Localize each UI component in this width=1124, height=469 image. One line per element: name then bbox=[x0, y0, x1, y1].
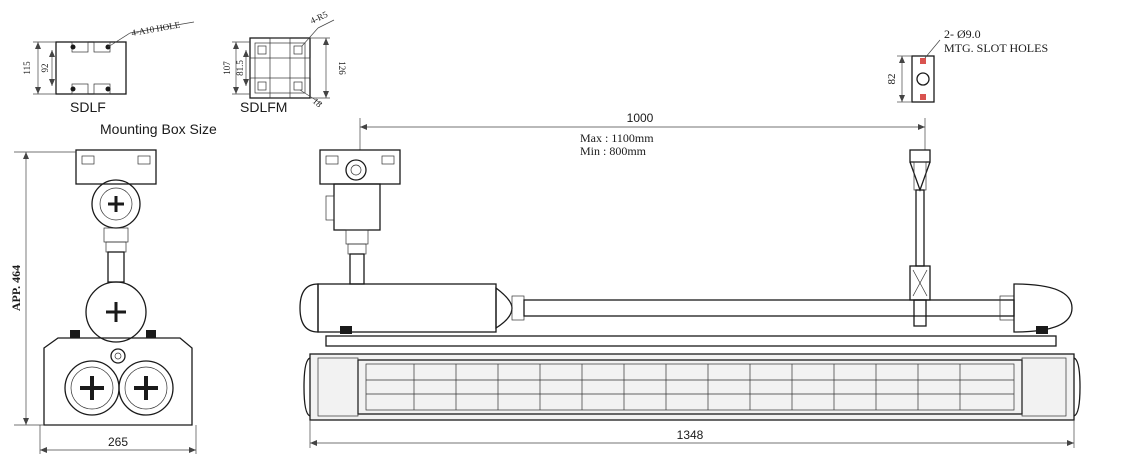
overall-length: 1348 bbox=[677, 428, 704, 442]
sdlf-mounting-box bbox=[33, 21, 195, 95]
slot-note-line2: MTG. SLOT HOLES bbox=[944, 41, 1048, 55]
sdlf-dim-inner: 92 bbox=[40, 64, 50, 73]
sdlfm-label: SDLFM bbox=[240, 99, 287, 115]
mounting-box-caption: Mounting Box Size bbox=[100, 121, 217, 137]
sdlfm-mounting-box bbox=[232, 19, 335, 105]
sdlfm-dim-right: 126 bbox=[337, 61, 347, 75]
sdlf-dim-outer: 115 bbox=[22, 61, 32, 75]
side-view-height: APP. 464 bbox=[9, 265, 23, 311]
side-view-width: 265 bbox=[108, 435, 128, 449]
front-view bbox=[299, 118, 1081, 448]
slot-hole-detail bbox=[897, 39, 941, 103]
sdlfm-dim-mid: 81.5 bbox=[235, 60, 245, 76]
slot-dim: 82 bbox=[886, 74, 898, 85]
sdlf-label: SDLF bbox=[70, 99, 106, 115]
pendant-min: Min : 800mm bbox=[580, 144, 647, 158]
slot-note-line1: 2- Ø9.0 bbox=[944, 27, 981, 41]
sdlf-hole-note: 4-A10 HOLE bbox=[131, 19, 182, 37]
sdlfm-dim-outer: 107 bbox=[222, 61, 232, 75]
side-view bbox=[14, 149, 197, 454]
pendant-nominal: 1000 bbox=[627, 111, 654, 125]
sdlfm-radius-note: 4-R5 bbox=[309, 9, 330, 26]
pendant-max: Max : 1100mm bbox=[580, 131, 654, 145]
